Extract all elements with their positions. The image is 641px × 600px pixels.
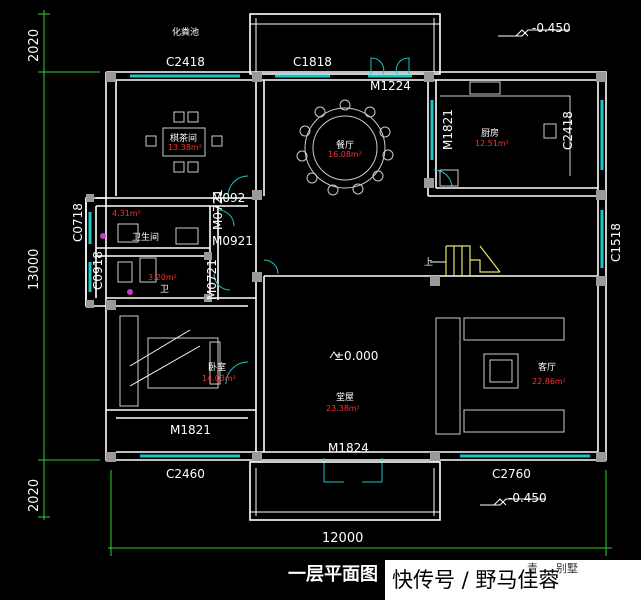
room-label-kitchen: 厨房 xyxy=(481,127,499,139)
elevation-marker-top xyxy=(498,29,570,37)
watermark-logo-caption: 青 xyxy=(527,562,538,575)
window-label-c0918: C0918 xyxy=(91,251,105,290)
staircase xyxy=(430,245,501,276)
doors xyxy=(213,57,453,483)
room-area-living: 22.86m² xyxy=(532,377,566,386)
watermark-logo-name: 别墅 xyxy=(556,562,578,575)
room-label-hall: 堂屋 xyxy=(336,391,354,403)
windows xyxy=(88,74,604,458)
door-label-m1224: M1224 xyxy=(370,79,411,93)
room-area-bath-lower: 3.20m² xyxy=(148,273,177,282)
dining-table xyxy=(296,99,394,196)
bathroom-fixtures xyxy=(100,223,199,295)
window-label-c1518: C1518 xyxy=(609,223,623,262)
room-label-tea: 棋茶间 xyxy=(170,132,197,144)
dimension-lines xyxy=(38,10,612,556)
room-area-kitchen: 12.51m² xyxy=(475,139,509,148)
room-label-bath-lower: 卫 xyxy=(160,285,169,295)
rear-depth-label: 2020 xyxy=(27,29,42,62)
door-label-m0721-b: M0721 xyxy=(205,259,219,300)
elevation-main-marker xyxy=(329,351,339,359)
room-area-bath-upper: 4.31m² xyxy=(112,209,141,218)
overall-width-label: 12000 xyxy=(322,531,363,546)
front-porch xyxy=(249,461,441,521)
door-label-m0721-a: M0721 xyxy=(211,189,225,230)
elevation-top-label: -0.450 xyxy=(532,21,571,35)
door-label-m0921: M0921 xyxy=(212,234,253,248)
septic-label: 化粪池 xyxy=(172,26,199,38)
elevation-bottom-label: -0.450 xyxy=(508,491,547,505)
rear-porch xyxy=(249,13,441,75)
door-label-m1821-kitchen: M1821 xyxy=(441,109,455,150)
window-label-c1818: C1818 xyxy=(293,55,332,69)
front-depth-label: 2020 xyxy=(27,479,42,512)
window-label-c2418-left: C2418 xyxy=(166,55,205,69)
elevation-marker-bottom xyxy=(480,498,546,506)
watermark-bar xyxy=(385,560,641,600)
room-area-dining: 16.08m² xyxy=(328,150,362,159)
window-label-c0718: C0718 xyxy=(71,203,85,242)
tea-table xyxy=(145,111,223,173)
window-label-c2760: C2760 xyxy=(492,467,531,481)
stair-label: 上 xyxy=(424,257,433,268)
room-area-tea: 13.38m² xyxy=(168,143,202,152)
kitchen-counter xyxy=(439,81,571,187)
room-label-bedroom: 卧室 xyxy=(208,361,226,373)
room-label-bath-upper: 卫生间 xyxy=(132,231,159,243)
room-area-hall: 23.38m² xyxy=(326,404,360,413)
door-label-m1824: M1824 xyxy=(328,441,369,455)
plan-title: 一层平面图 xyxy=(288,564,378,585)
living-sofa xyxy=(435,317,565,435)
bedroom-bed xyxy=(119,315,221,407)
door-label-m092: M092 xyxy=(212,191,245,205)
window-label-c2460: C2460 xyxy=(166,467,205,481)
overall-depth-label: 13000 xyxy=(27,249,42,290)
columns xyxy=(86,72,606,462)
watermark-text: 快传号 / 野马佳蓉 xyxy=(392,568,560,592)
room-area-bedroom: 14.03m² xyxy=(202,374,236,383)
door-label-m1821-bedroom: M1821 xyxy=(170,423,211,437)
window-label-c2418-right: C2418 xyxy=(561,111,575,150)
elevation-main-label: ±0.000 xyxy=(334,349,378,363)
room-label-living: 客厅 xyxy=(538,361,556,373)
room-label-dining: 餐厅 xyxy=(336,139,354,151)
